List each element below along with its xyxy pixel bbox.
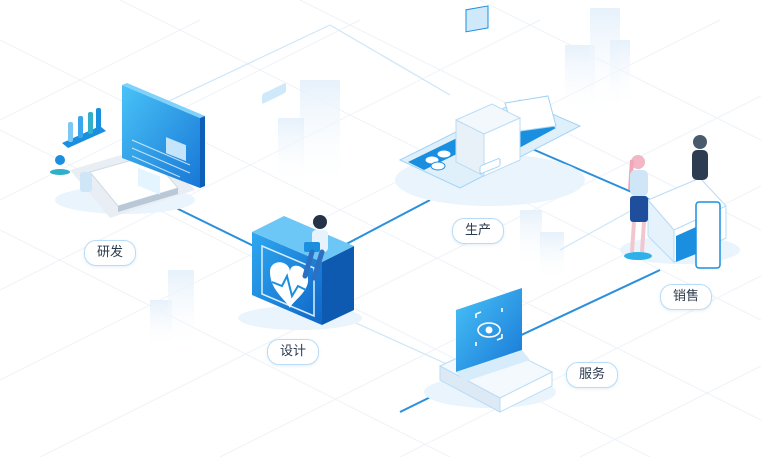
rd-lab-computer-icon xyxy=(50,83,205,218)
main-connector-lines xyxy=(169,147,661,413)
sales-label: 销售 xyxy=(660,284,713,310)
design-label: 设计 xyxy=(267,339,320,365)
service-monitor-icon xyxy=(424,158,556,413)
design-heart-icon xyxy=(238,83,362,330)
sales-counter-icon xyxy=(620,135,740,269)
production-factory-icon xyxy=(395,5,585,206)
service-label: 服务 xyxy=(566,362,619,388)
production-label: 生产 xyxy=(452,218,505,244)
background-buildings xyxy=(150,8,630,350)
rd-label: 研发 xyxy=(84,240,137,266)
